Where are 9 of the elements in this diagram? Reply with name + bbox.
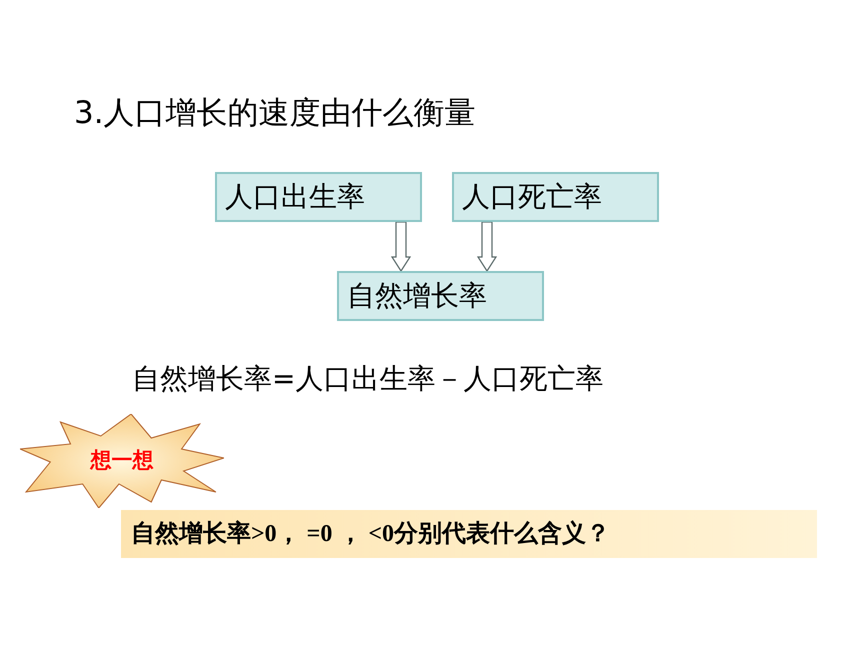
rate-box: 人口出生率 <box>215 172 422 222</box>
hollow-arrow <box>390 221 412 272</box>
rate-box: 自然增长率 <box>337 271 544 321</box>
hollow-arrow <box>476 221 498 272</box>
slide-title: 3.人口增长的速度由什么衡量 <box>74 94 476 133</box>
question-band: 自然增长率>0， =0 ， <0分别代表什么含义？ <box>121 510 817 558</box>
star-label: 想一想 <box>90 447 154 474</box>
formula-text: 自然增长率=人口出生率－人口死亡率 <box>132 361 604 397</box>
rate-box: 人口死亡率 <box>452 172 659 222</box>
